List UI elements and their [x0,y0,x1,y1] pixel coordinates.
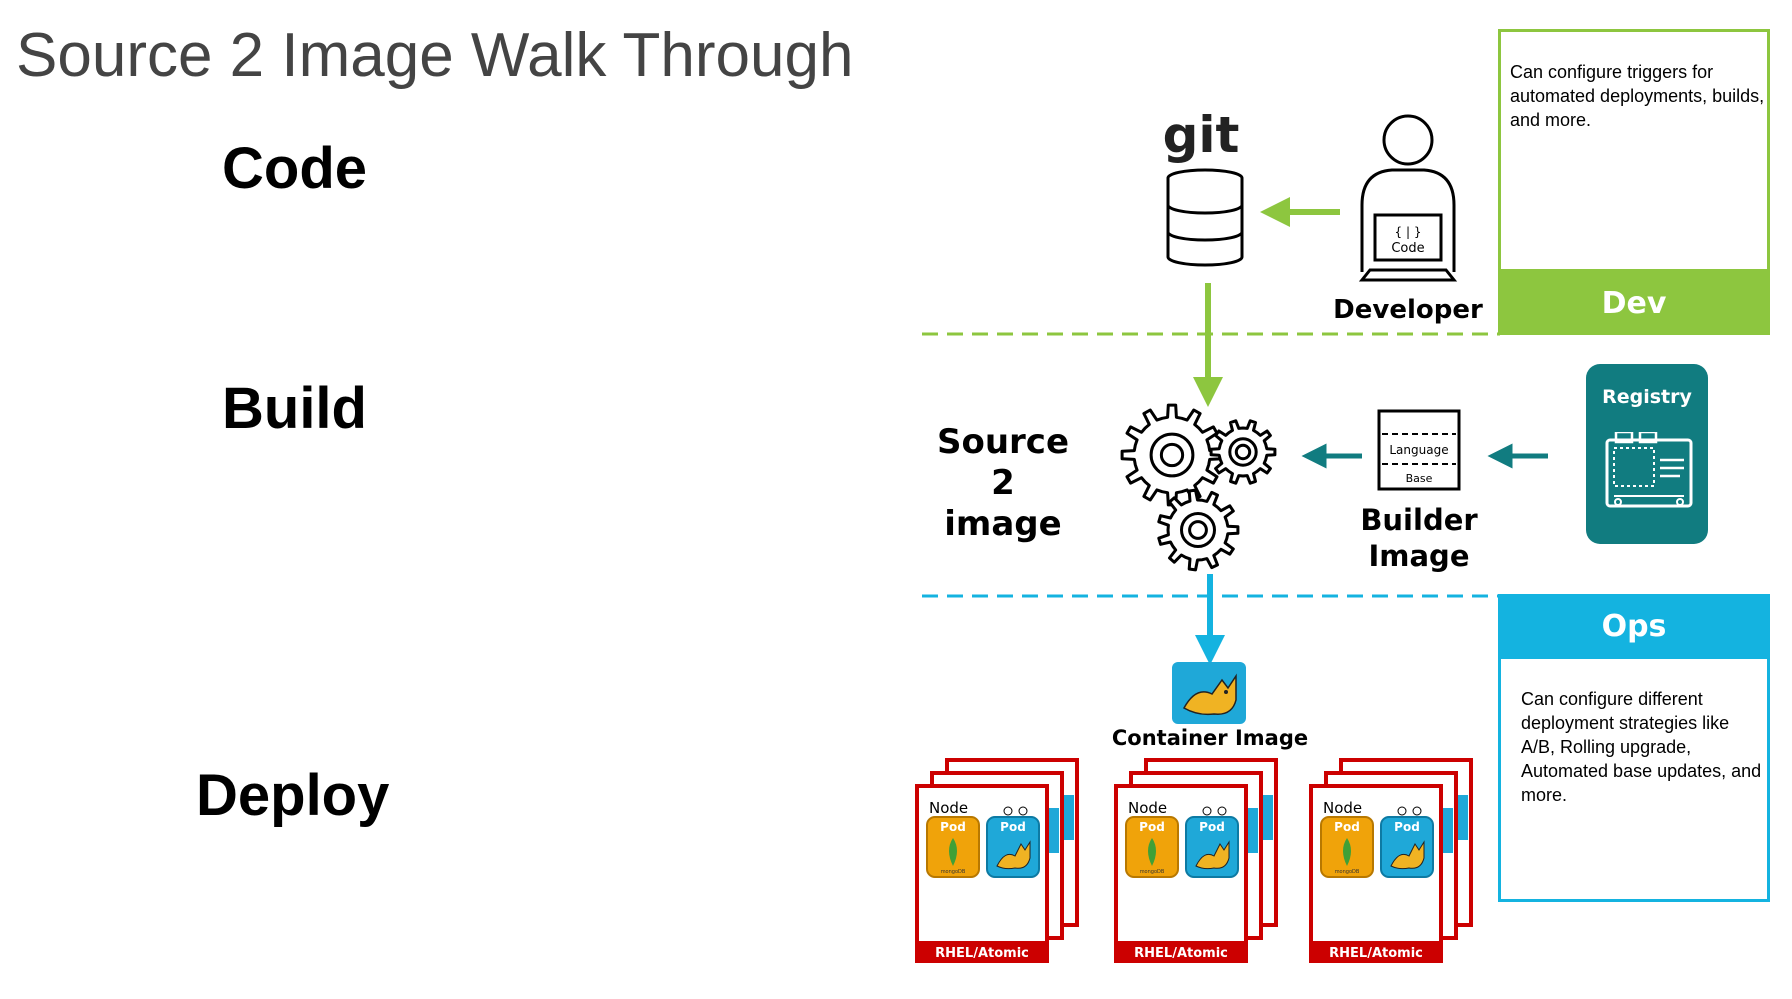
registry-server-icon [1605,432,1693,508]
ops-panel: Can configure different deployment strat… [1498,659,1770,902]
node-label: Node [1128,799,1167,817]
laptop-code-label: Code [1391,241,1424,256]
tomcat-icon [1195,840,1230,870]
mongodb-leaf-icon [949,838,957,866]
stage-label-deploy: Deploy [196,763,390,828]
pod-mongodb: Pod mongoDB [1125,816,1179,878]
builder-image-label-line-1: Builder [1360,503,1478,537]
pod-mongodb: Pod mongoDB [926,816,980,878]
node-footer-label: RHEL/Atomic [935,946,1029,961]
mongodb-label: mongoDB [941,869,966,875]
pod-label: Pod [1334,820,1360,834]
stage-label-build: Build [222,376,367,441]
developer-label: Developer [1333,295,1483,325]
s2i-label-line-3: image [944,504,1061,544]
registry-icon: Registry [1586,364,1708,544]
gear-small-icon [1209,419,1277,485]
stage-label-code: Code [222,136,367,201]
dev-panel-title: Dev [1498,272,1770,335]
mongodb-label: mongoDB [1140,869,1165,875]
git-database-icon: git [1163,106,1244,267]
s2i-label: Source 2 image [937,422,1069,544]
builder-layer-top: Language [1389,443,1448,457]
pod-label: Pod [940,820,966,834]
git-label: git [1163,106,1240,164]
node-label: Node [1323,799,1362,817]
pod-tomcat: Pod [1380,816,1434,878]
tomcat-icon [1172,662,1246,724]
node-footer-label: RHEL/Atomic [1329,946,1423,961]
tomcat-icon [996,840,1031,870]
pod-label: Pod [1000,820,1026,834]
gears-icon [1120,403,1277,572]
laptop-icon: { | } Code [1358,213,1458,282]
dev-panel-text: Can configure triggers for automated dep… [1510,62,1765,130]
builder-image-icon: Language Base [1377,409,1461,491]
mongodb-leaf-icon [1343,838,1351,866]
container-image-label: Container Image [1112,726,1308,750]
pod-label: Pod [1394,820,1420,834]
ops-panel-title: Ops [1498,594,1770,659]
slide-title: Source 2 Image Walk Through [16,21,854,90]
laptop-code-symbol: { | } [1395,225,1422,239]
s2i-label-line-1: Source [937,422,1069,462]
tomcat-icon [1390,840,1425,870]
pod-label: Pod [1199,820,1225,834]
developer-icon: { | } Code [1358,114,1458,282]
gear-large-icon [1120,403,1224,507]
builder-image-label-line-2: Image [1368,539,1469,573]
node-label: Node [929,799,968,817]
node-footer-label: RHEL/Atomic [1134,946,1228,961]
mongodb-leaf-icon [1148,838,1156,866]
builder-layer-bottom: Base [1406,472,1433,485]
ops-panel-text: Can configure different deployment strat… [1521,689,1762,805]
registry-label: Registry [1602,386,1692,408]
pod-label: Pod [1139,820,1165,834]
dev-panel: Can configure triggers for automated dep… [1498,29,1770,272]
mongodb-label: mongoDB [1335,869,1360,875]
gear-bottom-icon [1157,488,1240,572]
s2i-label-line-2: 2 [991,463,1015,503]
pod-tomcat: Pod [986,816,1040,878]
pod-tomcat: Pod [1185,816,1239,878]
pod-mongodb: Pod mongoDB [1320,816,1374,878]
